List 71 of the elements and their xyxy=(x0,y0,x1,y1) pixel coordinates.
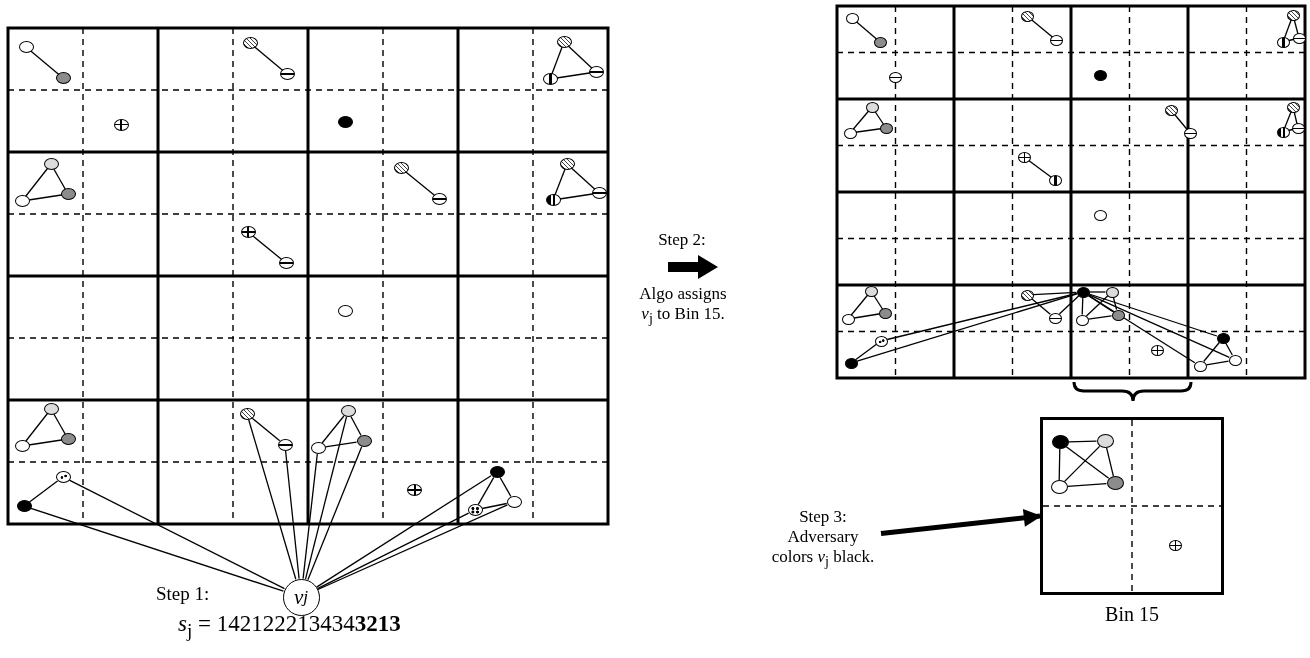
arrow xyxy=(880,508,1042,537)
graph-edge xyxy=(1085,295,1109,317)
graph-edge xyxy=(1088,293,1230,359)
graph-vertex xyxy=(844,357,858,369)
graph-edge xyxy=(1205,360,1230,366)
graph-edge xyxy=(307,446,363,581)
graph-vertex xyxy=(1020,289,1034,301)
graph-vertex xyxy=(1106,476,1124,490)
graph-edge xyxy=(28,480,59,503)
graph-edge xyxy=(302,453,318,580)
graph-vertex xyxy=(1050,480,1068,494)
graph-edge xyxy=(321,415,345,444)
step-note: Step 3: Adversary colors v$_{j}$ black. xyxy=(765,507,881,571)
graph-vertex xyxy=(356,435,372,447)
graph-vertex xyxy=(1193,360,1207,372)
graph-edge xyxy=(856,293,1078,362)
graph-vertex xyxy=(239,408,255,420)
graph-edge xyxy=(1058,448,1061,481)
graph-edge xyxy=(1112,296,1118,311)
graph-edge xyxy=(1063,445,1101,483)
graph-vertex xyxy=(16,500,32,512)
graph-vertex xyxy=(1048,312,1062,324)
graph-vertex xyxy=(874,335,888,347)
graph-edge xyxy=(30,507,285,592)
graph-vertex xyxy=(1228,354,1242,366)
graph-edge xyxy=(855,343,877,361)
graph-edge xyxy=(886,292,1078,341)
graph-edge xyxy=(1087,294,1196,364)
graph-vertex xyxy=(489,466,505,478)
graph-edge xyxy=(1031,298,1051,315)
graph-edge xyxy=(304,416,348,580)
graph-edge xyxy=(317,504,509,591)
graph-edge xyxy=(350,415,362,437)
graph-vertex xyxy=(340,405,356,417)
graph-edge xyxy=(477,476,495,506)
graph-edge xyxy=(1032,291,1078,296)
graph-edge xyxy=(1088,291,1107,293)
graph-edge xyxy=(1088,293,1218,337)
graph-vertex xyxy=(467,504,483,516)
graph-edge xyxy=(315,475,492,588)
graph-edge xyxy=(1065,446,1110,479)
graph-edge xyxy=(1067,440,1098,443)
graph-edge xyxy=(1087,315,1113,320)
graph-edge xyxy=(1081,296,1084,316)
step-label: Step 1: xyxy=(156,583,210,606)
graph-vertex xyxy=(1105,286,1119,298)
graph-edge xyxy=(251,417,281,442)
graph-vertex xyxy=(1216,332,1230,344)
graph-edge xyxy=(316,512,470,590)
graph-edge xyxy=(324,441,358,448)
graph-edge xyxy=(1105,447,1115,477)
graph-vertex xyxy=(1051,435,1069,449)
graph-vertex xyxy=(1111,309,1125,321)
graph-vertex xyxy=(1076,286,1090,298)
graph-vertex xyxy=(310,442,326,454)
graph-edge xyxy=(481,502,508,510)
graph-vertex xyxy=(55,471,71,483)
graph-edge xyxy=(1058,295,1080,315)
step-label: Step 2: xyxy=(658,230,706,251)
graph-edge xyxy=(1066,482,1108,488)
graph-edge xyxy=(248,419,297,580)
graph-vertex xyxy=(1075,314,1089,326)
graph-vertex xyxy=(277,439,293,451)
graph-vertex xyxy=(1096,434,1114,448)
bin-caption: Bin 15 xyxy=(1105,603,1159,626)
graph-edge xyxy=(68,479,286,590)
step-label: Algo assigns v$_{j}$ to Bin 15. xyxy=(638,284,728,328)
graph-edge xyxy=(284,450,300,580)
graph-edge xyxy=(1203,341,1220,363)
graph-vertex xyxy=(506,496,522,508)
graph-edge xyxy=(499,476,512,498)
